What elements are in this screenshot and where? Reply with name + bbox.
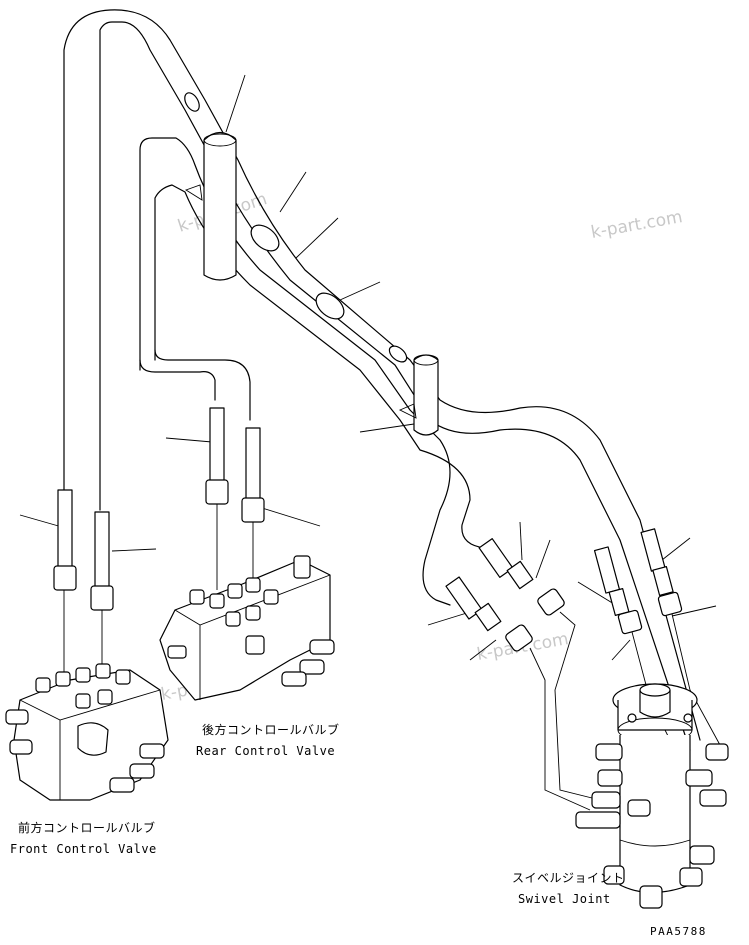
front-valve-label-jp: 前方コントロールバルブ (18, 820, 156, 835)
hose-bundle (63, 9, 701, 751)
front-valve-label-en: Front Control Valve (10, 842, 157, 856)
front-control-valve (5, 663, 169, 801)
swivel-hose-fittings (445, 528, 721, 811)
watermark: k-part.com (589, 207, 684, 243)
rear-valve-label-jp: 後方コントロールバルブ (202, 722, 340, 737)
drawing-code: PAA5788 (650, 925, 707, 938)
rear-valve-label-en: Rear Control Valve (196, 744, 335, 758)
swivel-label-en: Swivel Joint (518, 892, 611, 906)
hose-fittings (53, 407, 265, 690)
swivel-joint (575, 683, 729, 909)
rear-control-valve (159, 555, 335, 701)
leader-lines (19, 74, 717, 661)
swivel-label-jp: スイベルジョイント (512, 871, 625, 885)
